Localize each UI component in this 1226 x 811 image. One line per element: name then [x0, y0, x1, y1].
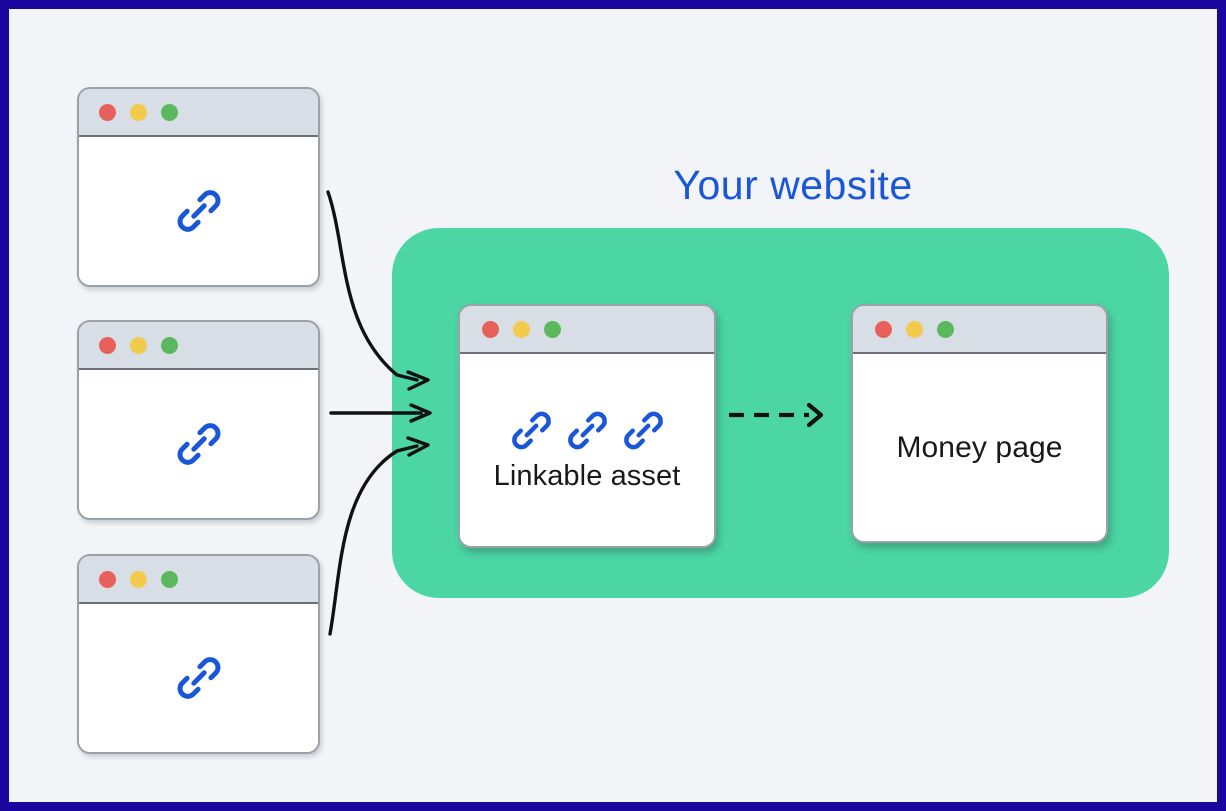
link-icon	[177, 190, 220, 232]
diagram-canvas: Your website	[9, 9, 1217, 802]
card-body: Linkable asset	[460, 354, 714, 546]
card-label-money-page: Money page	[896, 430, 1063, 464]
card-body: Money page	[853, 354, 1106, 541]
close-dot-icon	[482, 321, 499, 338]
maximize-dot-icon	[161, 337, 178, 354]
link-icon	[177, 423, 220, 465]
maximize-dot-icon	[161, 571, 178, 588]
minimize-dot-icon	[130, 337, 147, 354]
window-body	[79, 370, 318, 518]
close-dot-icon	[99, 104, 116, 121]
close-dot-icon	[99, 337, 116, 354]
card-money-page[interactable]: Money page	[851, 304, 1108, 543]
link-icon	[623, 411, 663, 450]
card-titlebar	[460, 306, 714, 354]
card-label-linkable-asset: Linkable asset	[493, 460, 681, 492]
external-site-window-3[interactable]	[77, 554, 320, 754]
traffic-lights	[482, 321, 561, 338]
window-titlebar	[79, 556, 318, 604]
page-title: Your website	[673, 162, 913, 208]
link-icon	[567, 411, 607, 450]
window-titlebar	[79, 89, 318, 137]
window-body	[79, 604, 318, 752]
link-icon-row	[508, 407, 667, 454]
card-titlebar	[853, 306, 1106, 354]
link-icon	[511, 411, 551, 450]
maximize-dot-icon	[937, 321, 954, 338]
close-dot-icon	[99, 571, 116, 588]
external-site-window-2[interactable]	[77, 320, 320, 520]
card-linkable-asset[interactable]: Linkable asset	[458, 304, 716, 548]
minimize-dot-icon	[513, 321, 530, 338]
maximize-dot-icon	[161, 104, 178, 121]
window-titlebar	[79, 322, 318, 370]
link-icon	[177, 657, 220, 699]
traffic-lights	[99, 571, 178, 588]
minimize-dot-icon	[130, 571, 147, 588]
window-body	[79, 137, 318, 285]
your-website-panel: Linkable asset Money page	[392, 228, 1169, 598]
traffic-lights	[99, 337, 178, 354]
traffic-lights	[99, 104, 178, 121]
minimize-dot-icon	[130, 104, 147, 121]
close-dot-icon	[875, 321, 892, 338]
traffic-lights	[875, 321, 954, 338]
external-site-window-1[interactable]	[77, 87, 320, 287]
maximize-dot-icon	[544, 321, 561, 338]
minimize-dot-icon	[906, 321, 923, 338]
